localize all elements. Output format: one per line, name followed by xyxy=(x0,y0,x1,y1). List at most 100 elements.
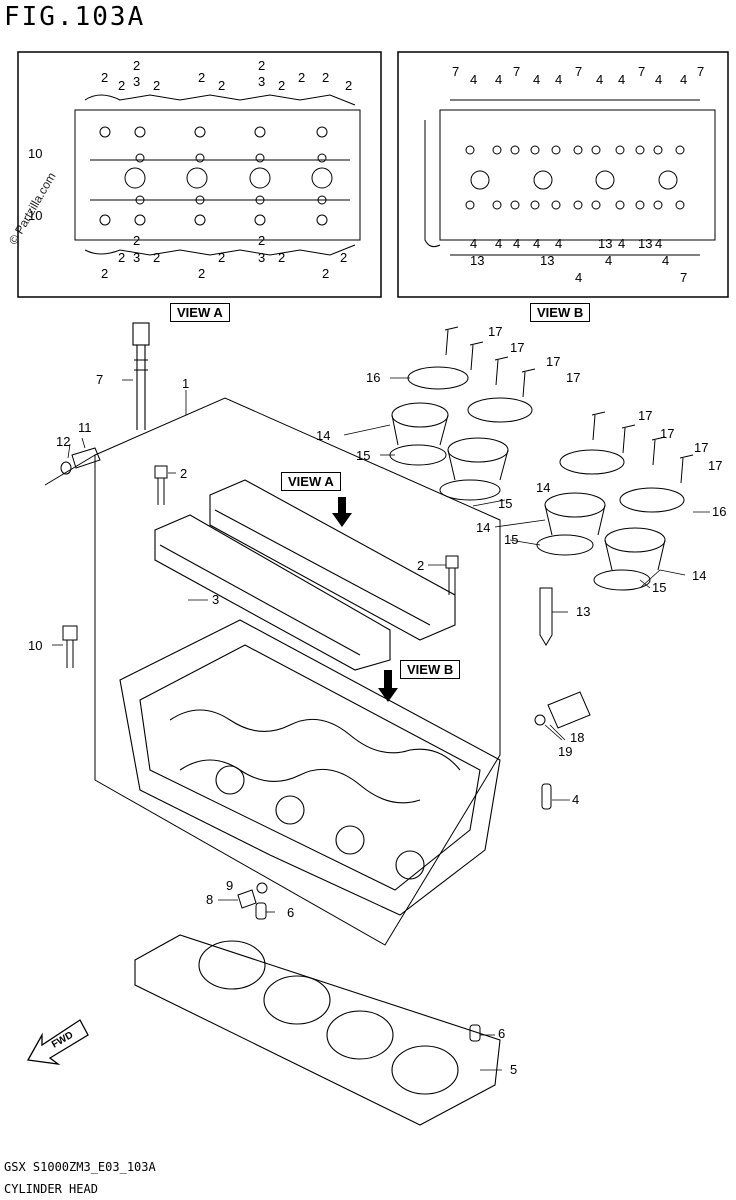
callout-17f: 17 xyxy=(660,426,674,441)
callout-11: 11 xyxy=(78,420,92,435)
callout-17e: 17 xyxy=(638,408,652,423)
bolt-icon xyxy=(99,126,111,138)
callout-4: 4 xyxy=(572,792,579,807)
callout-7: 7 xyxy=(96,372,103,387)
bolt-icon xyxy=(530,145,540,155)
bolt-icon xyxy=(675,200,685,210)
callout-19: 19 xyxy=(558,744,572,759)
callout-2b: 2 xyxy=(417,558,424,573)
callout-6b: 6 xyxy=(498,1026,505,1041)
fwd-label: FWD xyxy=(50,1030,75,1051)
view-a-head xyxy=(74,94,361,256)
cylinder-head xyxy=(119,619,501,916)
bolt-icon xyxy=(551,145,561,155)
view-a-ref-top: 2 xyxy=(198,70,205,85)
part-callouts: 1223456678910111213141414141515151516161… xyxy=(28,324,726,1077)
bolt-icon xyxy=(653,200,663,210)
callout-16b: 16 xyxy=(712,504,726,519)
fitting-11 xyxy=(60,447,101,475)
bolt-icon xyxy=(134,126,146,138)
bolt-icon xyxy=(135,153,145,163)
bolt-icon xyxy=(194,126,206,138)
view-a-ref-top: 2 xyxy=(118,78,125,93)
view-a-ref-bottom: 2 xyxy=(153,250,160,265)
view-b-ref-bottom: 4 xyxy=(533,236,540,251)
view-a-ref-bottom: 2 xyxy=(133,233,140,248)
callout-3: 3 xyxy=(212,592,219,607)
dowel-4 xyxy=(541,783,552,810)
callout-15b: 15 xyxy=(498,496,512,511)
bolt-icon xyxy=(591,200,601,210)
view-b-ref-top: 4 xyxy=(655,72,662,87)
view-b-ref-bottom: 4 xyxy=(655,236,662,251)
callout-1: 1 xyxy=(182,376,189,391)
view-a-ref-bottom: 2 xyxy=(118,250,125,265)
bolt-icon xyxy=(675,145,685,155)
view-b-ref-bottom: 4 xyxy=(618,236,625,251)
bolt-icon xyxy=(316,214,328,226)
bolt-icon xyxy=(255,195,265,205)
bolt-10 xyxy=(62,625,78,668)
view-b-ref-top: 4 xyxy=(555,72,562,87)
view-b-ref-top: 4 xyxy=(470,72,477,87)
bolt-icon xyxy=(573,200,583,210)
view-a-callout: VIEW A xyxy=(281,472,341,491)
bolt-icon xyxy=(530,200,540,210)
view-b-ref-top: 4 xyxy=(680,72,687,87)
bolt-icon xyxy=(492,145,502,155)
cam-housing-upper xyxy=(209,479,456,641)
view-b-ref-bottom: 4 xyxy=(495,236,502,251)
view-a-ref-top: 2 xyxy=(133,58,140,73)
dowel-6-lower xyxy=(469,1024,481,1042)
view-a-ref-top: 2 xyxy=(322,70,329,85)
callout-17c: 17 xyxy=(546,354,560,369)
view-b-ref-bottom: 4 xyxy=(575,270,582,285)
head-gasket xyxy=(134,934,501,1126)
bolt-icon xyxy=(573,145,583,155)
view-a-ref-top: 3 xyxy=(133,74,140,89)
view-a-ref-top: 2 xyxy=(258,58,265,73)
bolt-icon xyxy=(194,214,206,226)
view-b-ref-bottom: 13 xyxy=(598,236,612,251)
view-a-ref-top: 2 xyxy=(345,78,352,93)
view-a-ref-bottom: 2 xyxy=(258,233,265,248)
callout-17h: 17 xyxy=(708,458,722,473)
callout-5: 5 xyxy=(510,1062,517,1077)
head-bolt xyxy=(132,322,150,430)
view-a-bolts xyxy=(99,126,328,226)
callout-8: 8 xyxy=(206,892,213,907)
view-b-ref-bottom: 13 xyxy=(638,236,652,251)
temp-sensor xyxy=(534,691,591,729)
bolt-icon xyxy=(591,145,601,155)
bolt-2-left xyxy=(154,465,168,505)
screws-17 xyxy=(444,326,694,484)
view-b-ref-bottom: 4 xyxy=(662,253,669,268)
callout-14a: 14 xyxy=(316,428,330,443)
bolt-icon xyxy=(317,153,327,163)
callout-15a: 15 xyxy=(356,448,370,463)
bolt-icon xyxy=(615,145,625,155)
bolt-icon xyxy=(635,200,645,210)
view-b-ref-bottom: 4 xyxy=(470,236,477,251)
view-b-ref-top: 4 xyxy=(495,72,502,87)
view-b-callout: VIEW B xyxy=(400,660,461,679)
callout-13: 13 xyxy=(576,604,590,619)
view-b-ref-bottom: 4 xyxy=(555,236,562,251)
intake-pipes xyxy=(389,366,685,591)
footer-code: GSX S1000ZM3_E03_103A xyxy=(4,1160,156,1174)
view-b-ref-bottom: 4 xyxy=(605,253,612,268)
fwd-arrow xyxy=(26,1019,89,1065)
view-b-ref-top: 7 xyxy=(575,64,582,79)
bolt-icon xyxy=(99,214,111,226)
callout-18: 18 xyxy=(570,730,584,745)
callout-12: 12 xyxy=(56,434,70,449)
view-a-ref-bottom: 2 xyxy=(278,250,285,265)
view-b-ref-top: 4 xyxy=(618,72,625,87)
view-b-ref-bottom: 13 xyxy=(470,253,484,268)
callout-15d: 15 xyxy=(652,580,666,595)
view-b-ref-bottom: 13 xyxy=(540,253,554,268)
cam-housing-lower xyxy=(154,514,391,671)
view-b-head xyxy=(424,99,716,256)
figure-title: FIG.103A xyxy=(4,2,146,32)
